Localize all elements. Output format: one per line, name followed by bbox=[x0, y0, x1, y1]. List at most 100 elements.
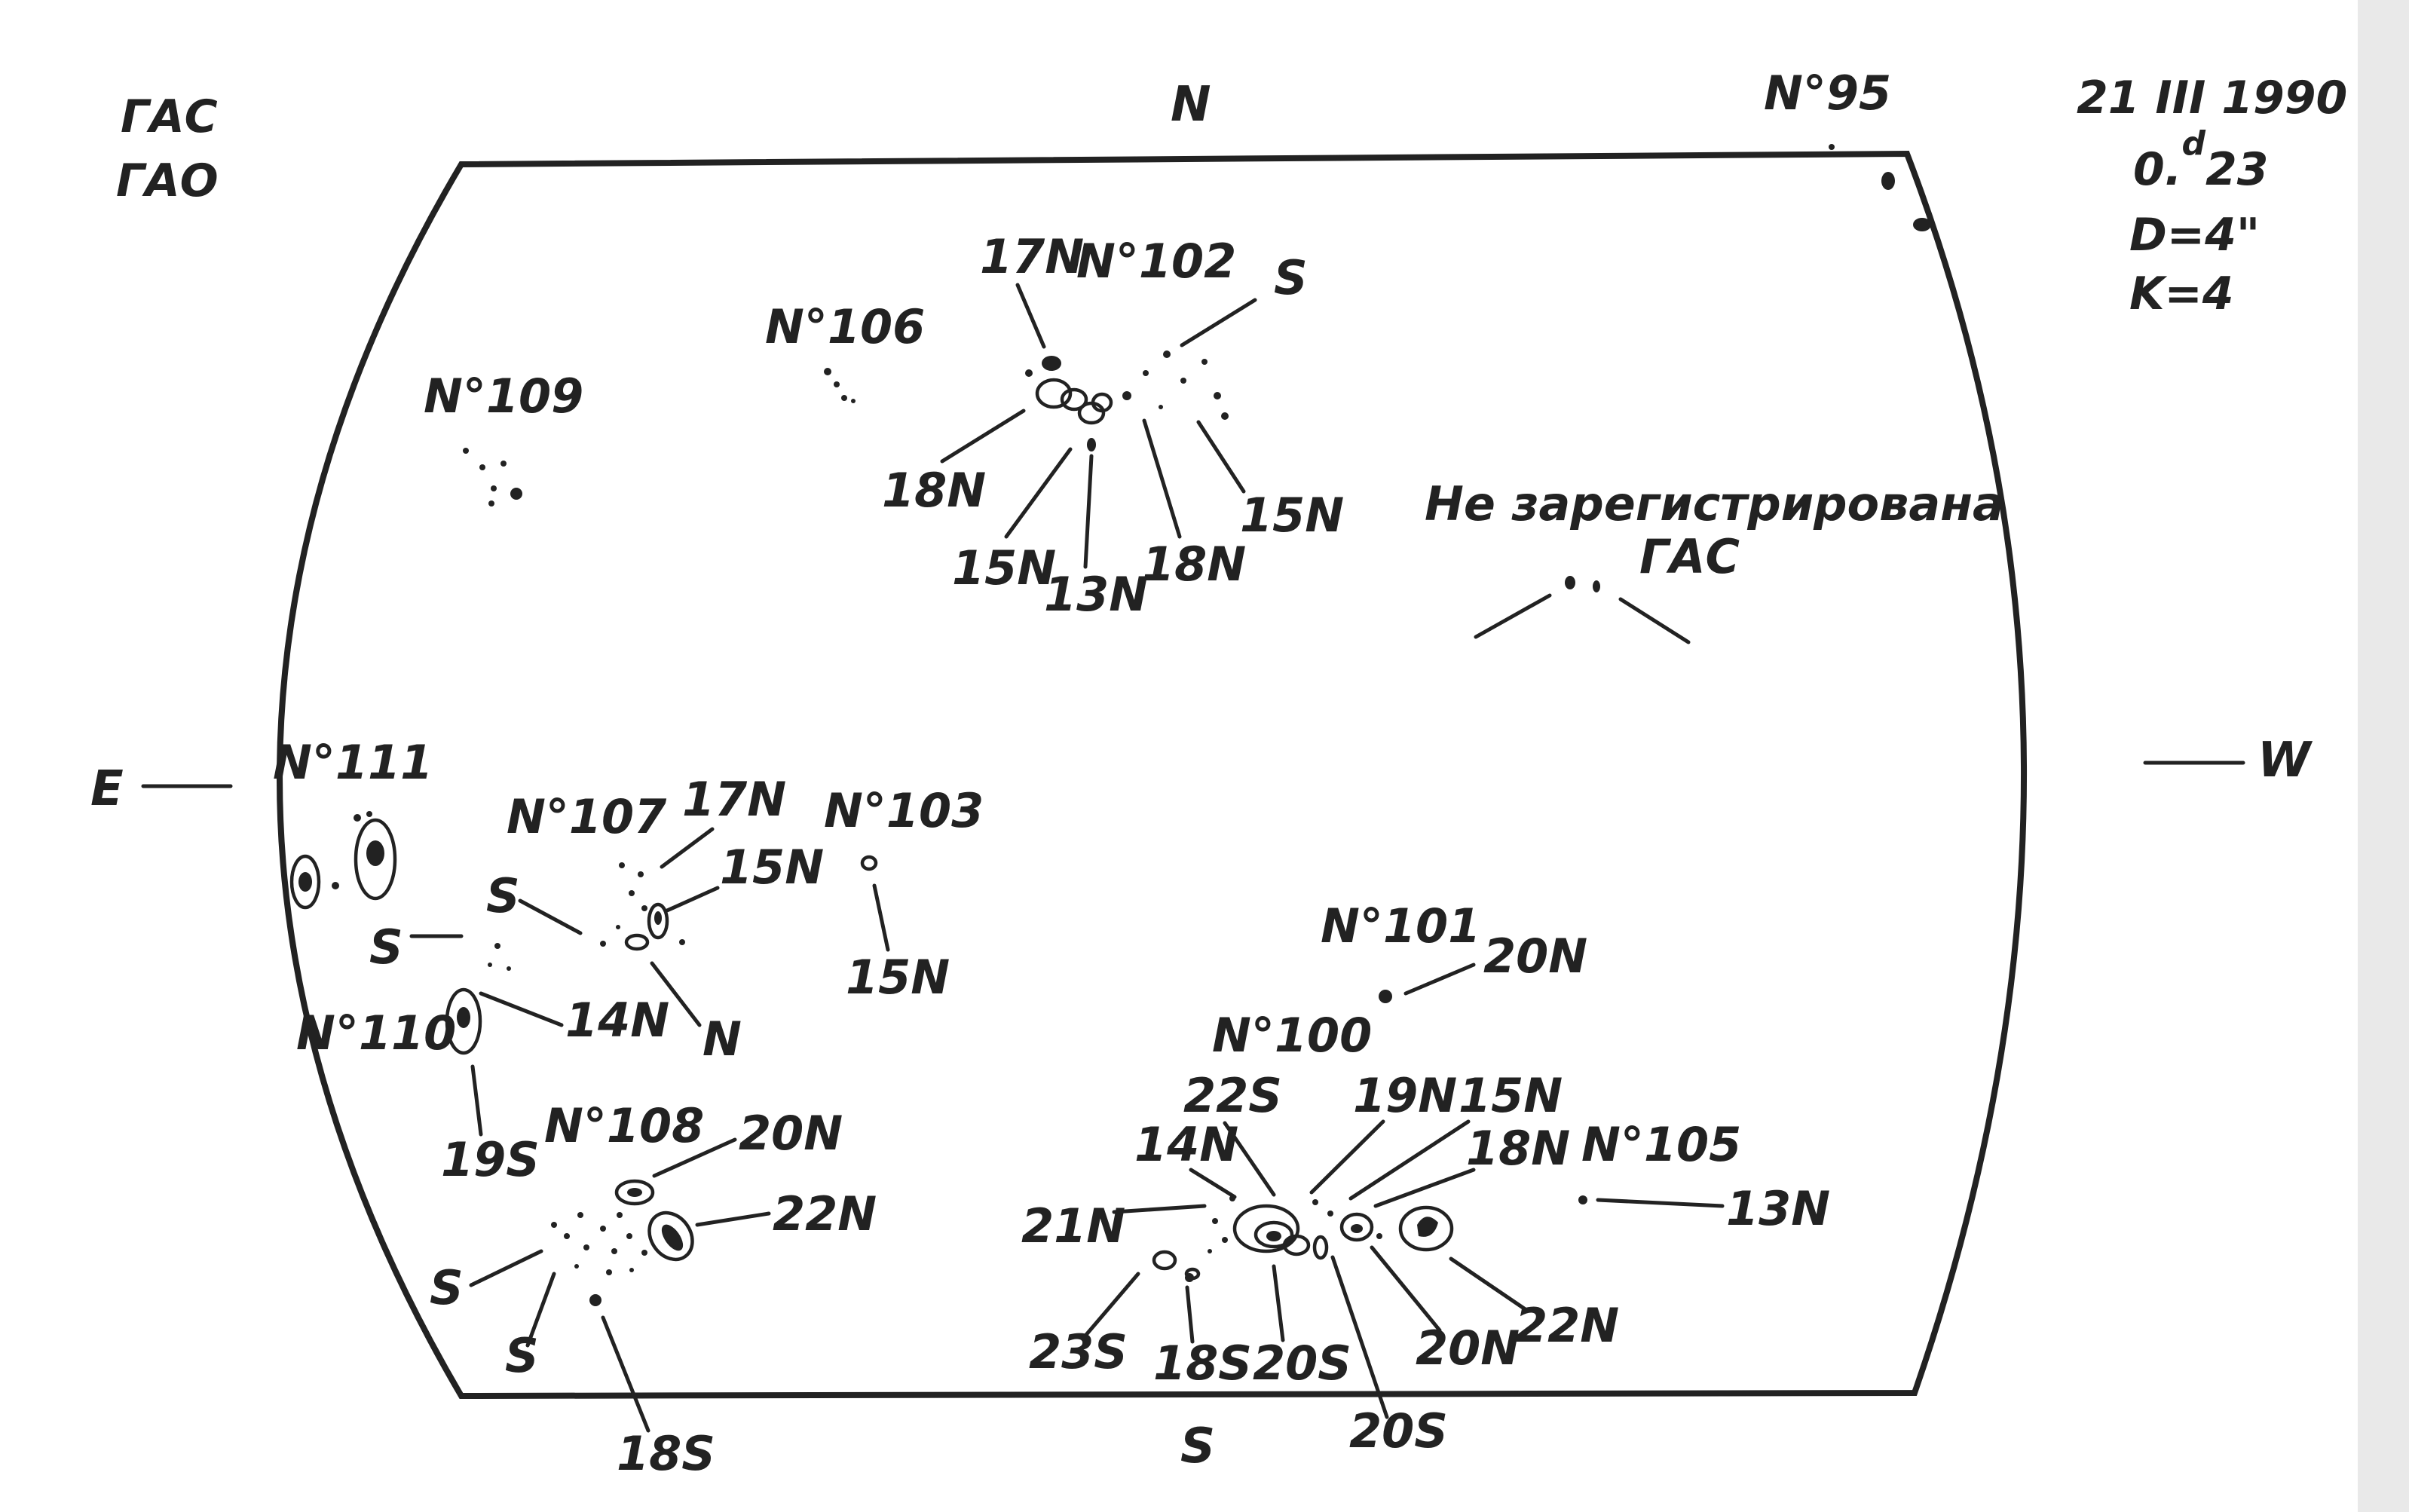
group-107-name: N°107 bbox=[507, 789, 667, 844]
group-107-spot bbox=[494, 943, 500, 949]
group-108-leader bbox=[652, 1137, 737, 1178]
group-102-spot bbox=[1214, 392, 1221, 399]
group-103: N°103 15N bbox=[824, 783, 984, 1005]
group-102-lat-label: 15N bbox=[952, 540, 1056, 595]
group-100-lat-label: 22N bbox=[1515, 1298, 1619, 1353]
disk-outline bbox=[277, 150, 2027, 1400]
unregistered-leader bbox=[1618, 597, 1691, 644]
group-108-spot bbox=[647, 1211, 694, 1262]
group-95: N°95 bbox=[1764, 66, 1931, 231]
group-100-leader bbox=[1449, 1256, 1529, 1312]
group-102-spot bbox=[1201, 359, 1208, 365]
group-102-spot bbox=[1221, 412, 1229, 420]
group-108-leader bbox=[525, 1272, 556, 1348]
group-107-spot bbox=[619, 862, 625, 868]
group-107-leader bbox=[518, 898, 583, 935]
group-106-spot bbox=[834, 381, 840, 387]
group-102-spot bbox=[1042, 356, 1061, 371]
group-109-spot bbox=[488, 500, 494, 507]
group-108: N°108 20N 22N S S 18S bbox=[430, 1098, 877, 1481]
group-100-spot bbox=[1282, 1234, 1311, 1256]
group-108-spot bbox=[641, 1250, 647, 1256]
group-106-spot bbox=[824, 368, 831, 375]
group-100-spot bbox=[1212, 1218, 1218, 1224]
group-108-spot bbox=[611, 1248, 617, 1254]
group-111-spot bbox=[298, 872, 312, 892]
group-100-spot bbox=[1398, 1205, 1454, 1252]
group-107-spot bbox=[647, 902, 669, 940]
group-103-lat-label: 15N bbox=[846, 950, 950, 1005]
group-107-spot bbox=[638, 871, 644, 877]
group-107: N°107 17N 15N S S 14N N bbox=[369, 772, 824, 1067]
group-102-lat-label: 13N bbox=[1044, 567, 1148, 622]
group-102-spot bbox=[1091, 392, 1113, 413]
group-100-spot bbox=[1229, 1195, 1235, 1201]
group-100-spot bbox=[1312, 1199, 1318, 1205]
group-109: N°109 bbox=[424, 369, 583, 507]
group-110-spot bbox=[445, 987, 482, 1055]
group-102-leader bbox=[1142, 418, 1182, 539]
group-111-spot bbox=[332, 882, 339, 889]
group-103-name: N°103 bbox=[824, 783, 984, 838]
group-108-polarity-label: S bbox=[505, 1328, 539, 1383]
group-100-spot bbox=[1266, 1231, 1281, 1241]
group-95-spot bbox=[1829, 144, 1835, 150]
group-111-spot bbox=[289, 854, 321, 910]
group-100-spot bbox=[1351, 1224, 1363, 1233]
group-100-spot bbox=[1152, 1250, 1177, 1271]
north-label: N bbox=[1171, 77, 1211, 133]
group-106: N°106 bbox=[765, 299, 925, 403]
group-102-lat-label: 15N bbox=[1240, 488, 1344, 543]
group-106-name: N°106 bbox=[765, 299, 925, 354]
group-100-lat-label: 20N bbox=[1416, 1321, 1520, 1376]
unregistered-note: Не зарегистрирована bbox=[1425, 476, 2004, 531]
group-102-spot bbox=[1180, 378, 1186, 384]
group-110-name: N°110 bbox=[296, 1005, 456, 1061]
group-111: N°111 bbox=[273, 735, 433, 910]
group-108-leader bbox=[695, 1211, 771, 1227]
group-108-spot bbox=[626, 1233, 632, 1239]
group-108-lat-label: 18S bbox=[617, 1426, 715, 1481]
group-108-spot bbox=[606, 1269, 612, 1275]
group-102-leader bbox=[1196, 420, 1246, 494]
group-100-spot bbox=[1339, 1212, 1374, 1242]
group-100-leader bbox=[1330, 1255, 1389, 1419]
group-110-spot bbox=[457, 1007, 470, 1028]
group-101-leader bbox=[1403, 963, 1476, 996]
group-106-spot bbox=[851, 399, 856, 403]
group-105-leader bbox=[1596, 1198, 1725, 1208]
group-108-name: N°108 bbox=[544, 1098, 704, 1153]
group-109-spot bbox=[479, 464, 485, 470]
group-100-leader bbox=[1348, 1119, 1471, 1201]
observatory-gas: ГАС bbox=[121, 90, 218, 143]
group-107-polarity-label: N bbox=[702, 1012, 742, 1067]
time-tail: 23 bbox=[2205, 143, 2269, 196]
group-108-leader bbox=[469, 1249, 543, 1287]
group-108-spot bbox=[614, 1179, 655, 1206]
group-108-spot bbox=[574, 1264, 579, 1269]
group-100-lat-label: 18S bbox=[1153, 1336, 1252, 1391]
group-108-leader bbox=[601, 1315, 650, 1433]
group-107-polarity-label: S bbox=[369, 920, 403, 975]
group-108-lat-label: 22N bbox=[773, 1186, 877, 1241]
group-100-leader bbox=[1112, 1204, 1207, 1214]
group-111-spot bbox=[354, 818, 397, 901]
west-label: W bbox=[2257, 733, 2313, 788]
group-107-spot bbox=[629, 890, 635, 896]
group-107-leader bbox=[479, 991, 564, 1027]
group-102-name: N°102 bbox=[1076, 234, 1236, 289]
group-107-lat-label: 17N bbox=[682, 772, 786, 827]
unregistered-group: Не зарегистрирована ГАС bbox=[1425, 476, 2004, 644]
group-108-spot bbox=[551, 1222, 557, 1228]
group-107-lat-label: 15N bbox=[720, 840, 824, 895]
group-100-leader bbox=[1272, 1264, 1285, 1342]
group-102-spot bbox=[1122, 391, 1131, 400]
south-label: S bbox=[1180, 1419, 1215, 1474]
page-edge bbox=[2358, 0, 2409, 1512]
diameter-value: D=4" bbox=[2129, 209, 2260, 262]
group-110: N°110 19S bbox=[296, 987, 540, 1187]
group-102-spot bbox=[1060, 387, 1088, 412]
observation-date: 21 III 1990 bbox=[2077, 72, 2347, 124]
group-100-spot bbox=[1232, 1204, 1300, 1253]
